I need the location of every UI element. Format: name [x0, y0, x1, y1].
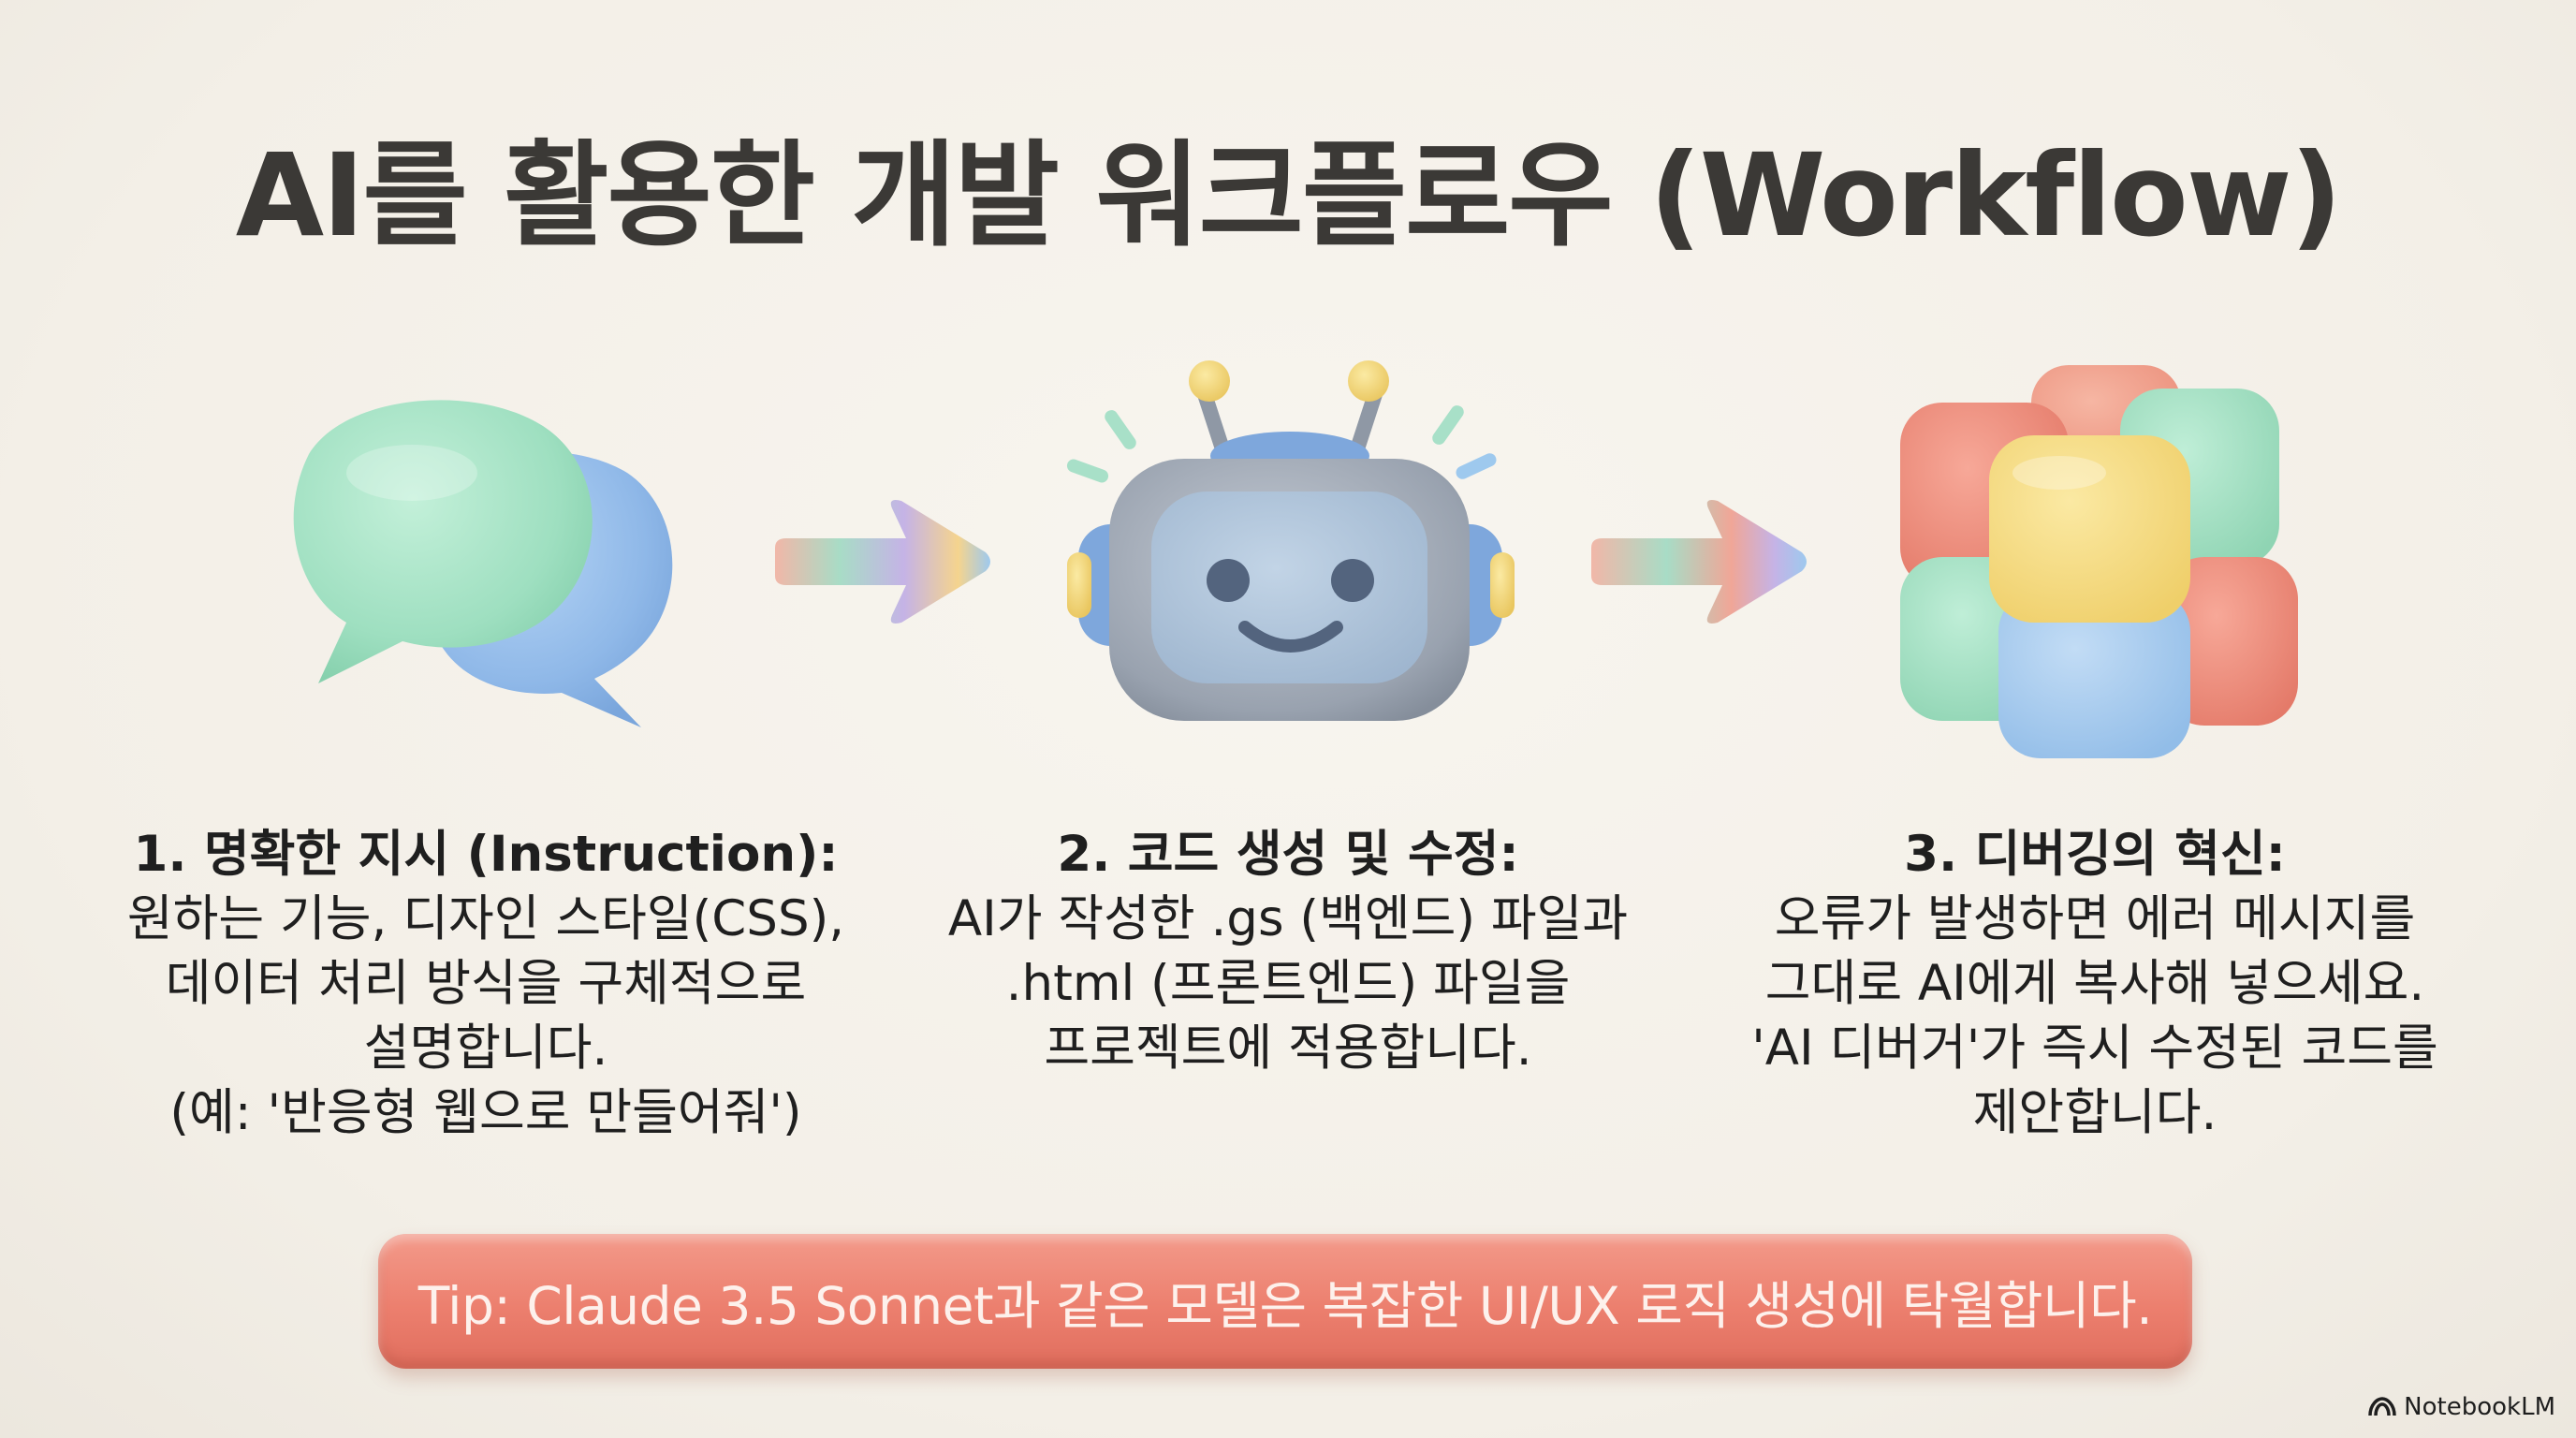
brand-watermark: NotebookLM: [2368, 1393, 2555, 1421]
tip-banner: Tip: Claude 3.5 Sonnet과 같은 모델은 복잡한 UI/UX…: [378, 1234, 2192, 1369]
brand-label: NotebookLM: [2404, 1393, 2555, 1421]
step-1-heading: 1. 명확한 지시 (Instruction):: [133, 826, 839, 883]
step-1-line: 원하는 기능, 디자인 스타일(CSS),: [126, 890, 845, 947]
robot-icon: [1066, 360, 1515, 721]
step-2-heading: 2. 코드 생성 및 수정:: [1057, 826, 1519, 883]
step-2-line: AI가 작성한 .gs (백엔드) 파일과: [947, 890, 1629, 947]
step-2-text: 2. 코드 생성 및 수정: AI가 작성한 .gs (백엔드) 파일과 .ht…: [904, 822, 1672, 1080]
arrow-right-icon: [775, 500, 990, 624]
arrow-right-icon: [1591, 500, 1807, 624]
step-1-line: 데이터 처리 방식을 구체적으로: [165, 955, 807, 1012]
step-3-text: 3. 디버깅의 혁신: 오류가 발생하면 에러 메시지를 그대로 AI에게 복사…: [1711, 822, 2479, 1145]
step-3-heading: 3. 디버깅의 혁신:: [1904, 826, 2286, 883]
step-3-line: 'AI 디버거'가 즉시 수정된 코드를: [1751, 1020, 2438, 1077]
step-3-line: 오류가 발생하면 에러 메시지를: [1774, 890, 2416, 947]
step-3-line: 제안합니다.: [1972, 1084, 2217, 1141]
step-3-line: 그대로 AI에게 복사해 넣으세요.: [1764, 955, 2425, 1012]
cube-blocks-icon: [1900, 365, 2298, 758]
step-1-text: 1. 명확한 지시 (Instruction): 원하는 기능, 디자인 스타일…: [102, 822, 870, 1145]
step-1-line: 설명합니다.: [363, 1020, 608, 1077]
step-1-line: (예: '반응형 웹으로 만들어줘'): [169, 1084, 802, 1141]
speech-bubbles-icon: [293, 400, 673, 727]
step-2-line: 프로젝트에 적용합니다.: [1044, 1020, 1532, 1077]
page-title: AI를 활용한 개발 워크플로우 (Workflow): [235, 129, 2343, 262]
tip-text: Tip: Claude 3.5 Sonnet과 같은 모델은 복잡한 UI/UX…: [417, 1276, 2153, 1336]
notebooklm-logo-icon: [2368, 1397, 2396, 1416]
step-2-line: .html (프론트엔드) 파일을: [1005, 955, 1571, 1012]
